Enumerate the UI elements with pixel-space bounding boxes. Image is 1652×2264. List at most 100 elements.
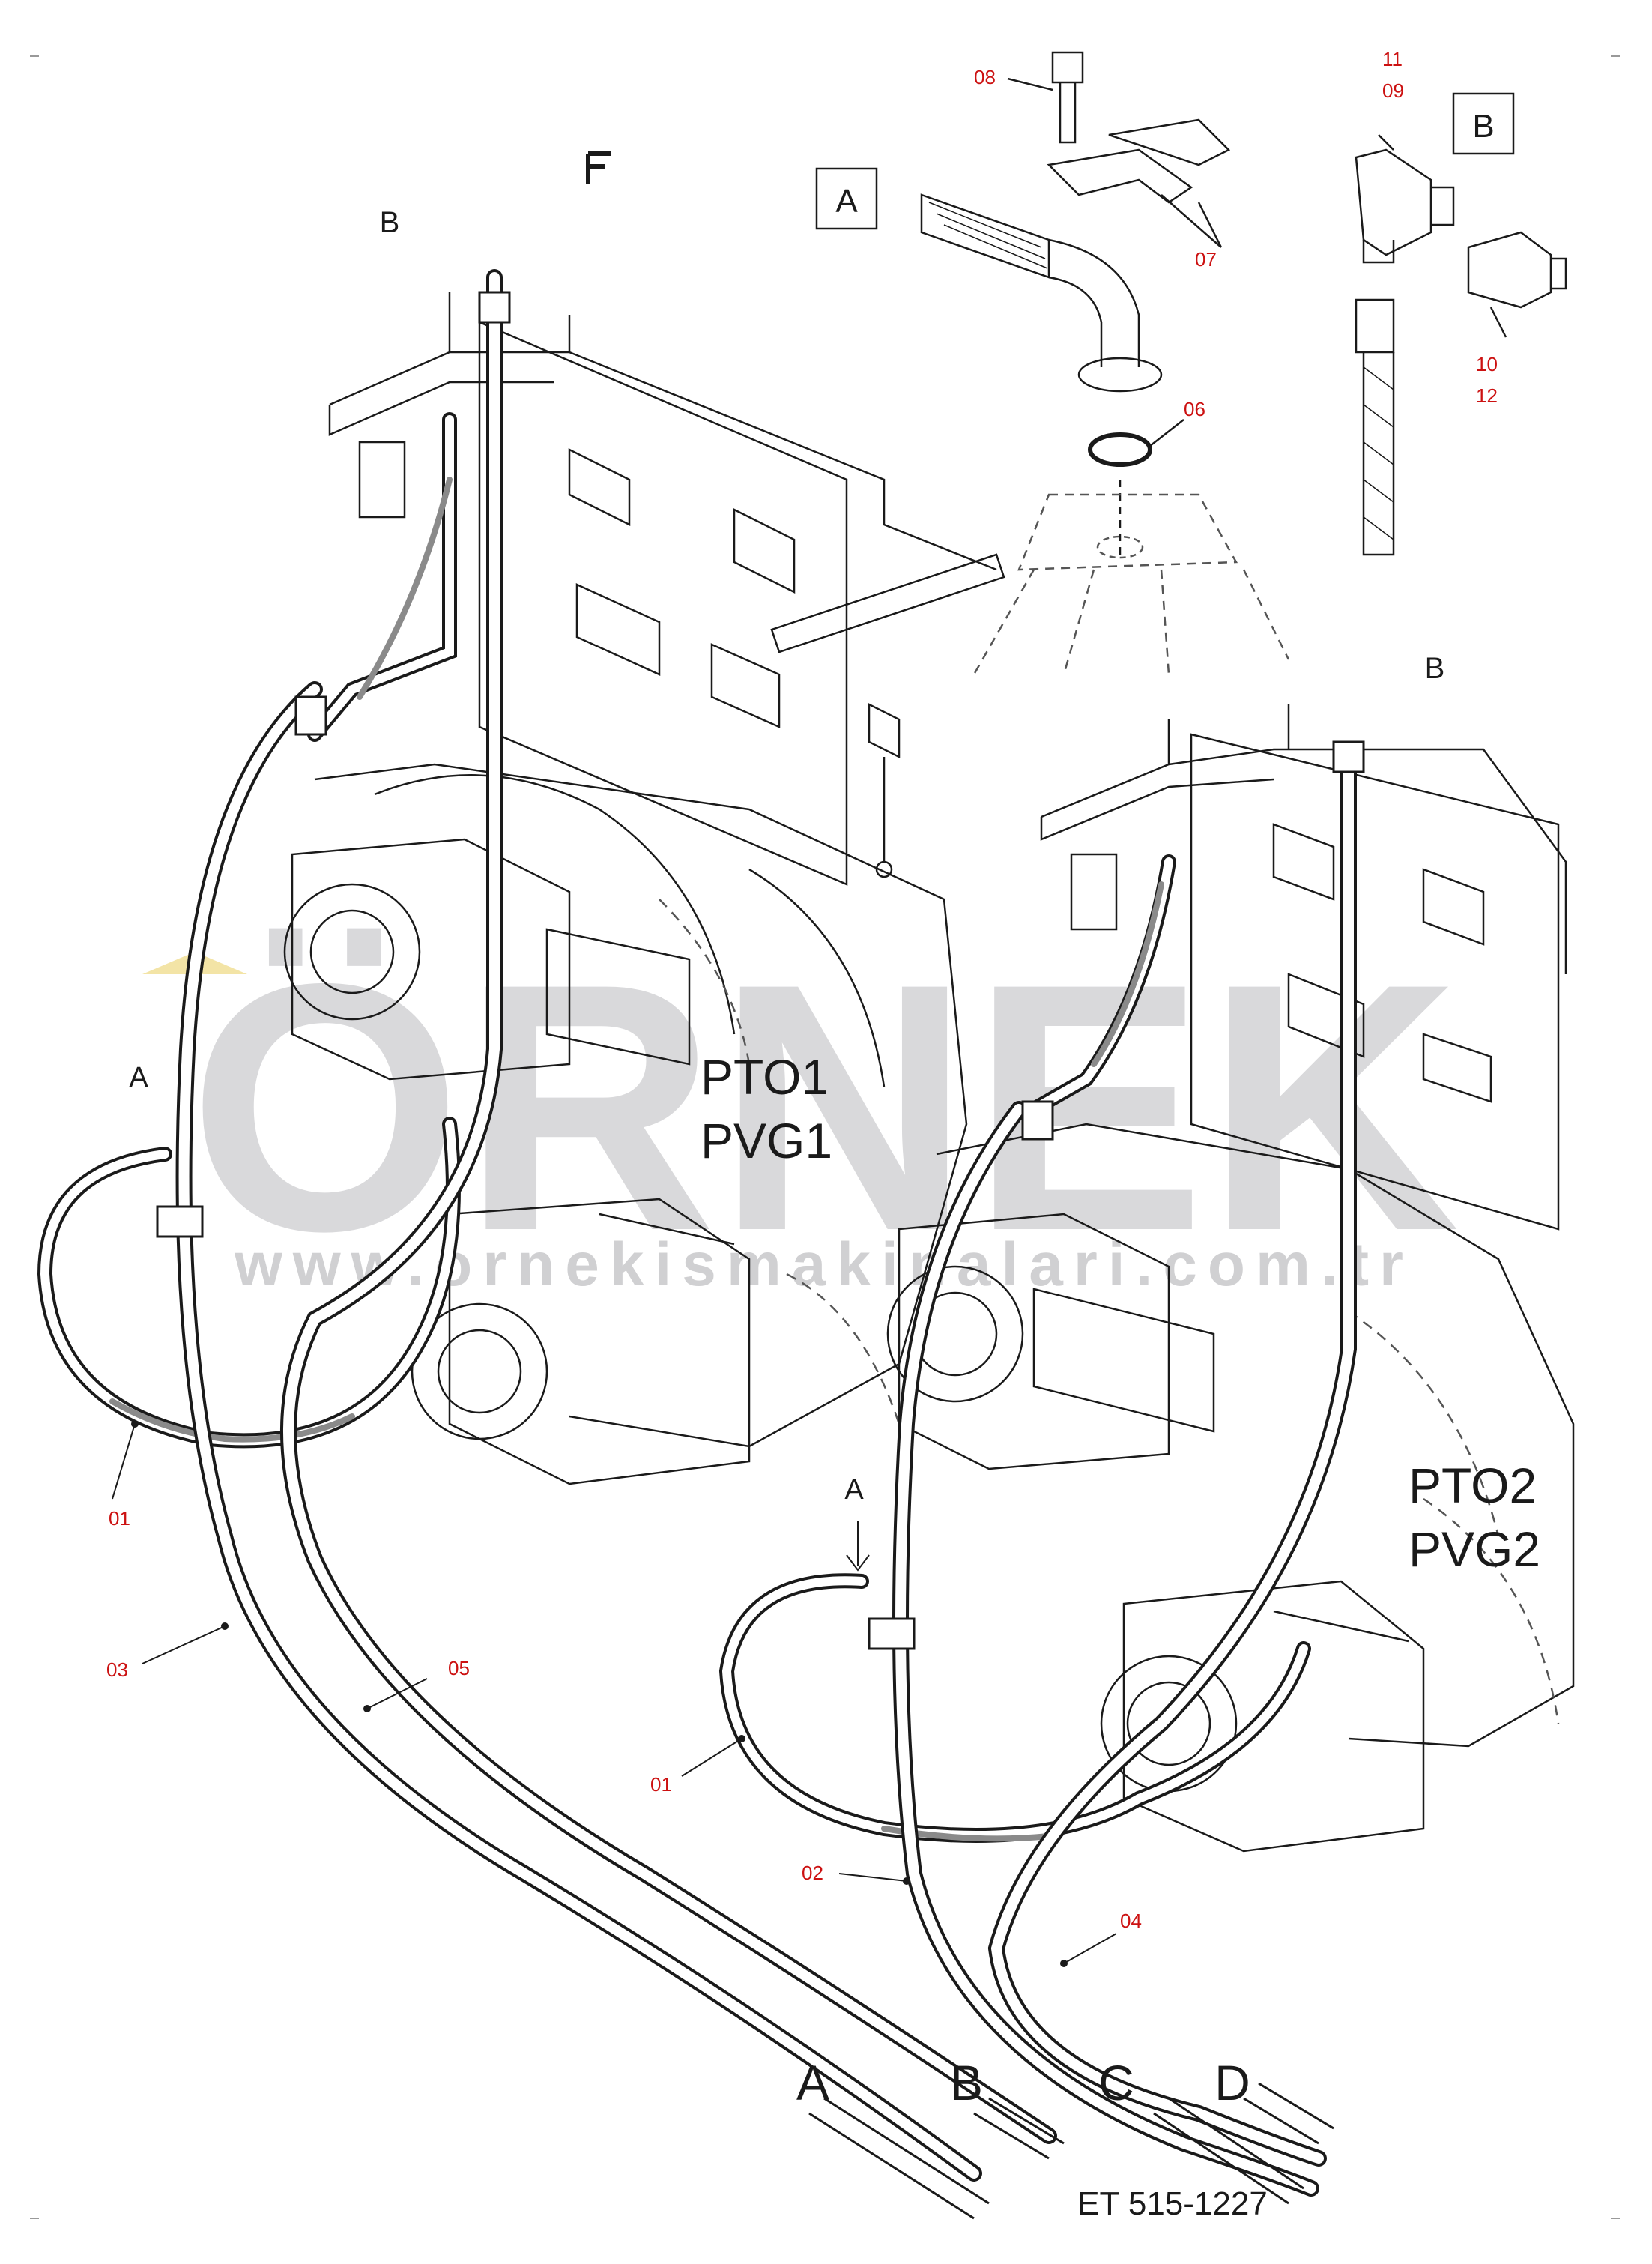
detail-a-bolt-shank	[1059, 82, 1077, 144]
pto1-valve-plate	[478, 321, 848, 886]
hose-fittings	[156, 291, 1365, 1650]
leader-04	[1063, 1933, 1117, 1964]
pto2-filter	[1070, 853, 1118, 931]
pto1-gearbox-housing	[374, 774, 736, 1035]
label-pvg2: PVG2	[1409, 1521, 1540, 1577]
detail-b-hose	[1362, 352, 1395, 556]
leader-01-right	[681, 1738, 742, 1777]
detail-a-bolt-head	[1051, 51, 1084, 84]
assembly-pto2	[886, 704, 1575, 1853]
hose-right-upper-shade	[1091, 881, 1164, 1067]
hose-03-core	[178, 684, 979, 2179]
fitting-pump-right	[868, 1617, 916, 1650]
detail-b-elbow-body	[1355, 148, 1432, 256]
view-mark-b-mid-right: B	[1425, 652, 1445, 685]
detail-a-tag: A	[835, 183, 858, 220]
callout-01-left: 01	[109, 1507, 130, 1530]
leader-01-right-dot	[738, 1735, 745, 1742]
fitting-top-left	[478, 291, 511, 324]
leader-03	[142, 1625, 226, 1664]
view-arrow-a-right	[846, 1521, 870, 1572]
leader-04-dot	[1060, 1960, 1068, 1967]
callout-03: 03	[106, 1658, 128, 1681]
view-mark-a-left: A	[129, 1062, 148, 1093]
callout-01-right: 01	[650, 1773, 672, 1796]
watermark-brand: ÖRNEK	[188, 911, 1459, 1304]
detail-b-hose-nut	[1355, 298, 1395, 354]
detail-a-braid-hatch	[928, 202, 1048, 269]
detail-b-box	[1452, 92, 1515, 155]
pto2-frame-top	[1041, 748, 1567, 974]
detail-b-braid-hatch	[1363, 366, 1394, 540]
detail-a-oring	[1088, 432, 1152, 467]
line-end-b: B	[950, 2055, 983, 2110]
pto1-frame-top	[329, 351, 997, 571]
leader-10	[1489, 307, 1507, 338]
detail-b-tag: B	[1472, 108, 1494, 145]
detail-b-plug-thread	[1551, 257, 1567, 290]
leader-05-dot	[363, 1705, 371, 1712]
watermark-url: www.ornekismakinalari.com.tr	[234, 1231, 1414, 1299]
pto2-pump-lower-rib	[1273, 1610, 1409, 1643]
leader-02	[838, 1873, 907, 1882]
pto2-pump-upper-flange	[886, 1265, 1024, 1403]
stub-b	[973, 2097, 1065, 2160]
pto1-pump-upper-hub	[309, 909, 395, 994]
drawing-number: ET 515-1227	[1077, 2185, 1268, 2222]
hose-05-core	[283, 272, 1054, 2141]
view-mark-b-top-left: B	[380, 206, 400, 239]
label-pto1: PTO1	[701, 1049, 829, 1105]
pto1-pump-lower-hub	[437, 1329, 522, 1414]
callout-numbers: 06 07 08 09 10 11 12 01 01 02 03 04 05	[106, 48, 1498, 1932]
section-mark	[586, 151, 611, 184]
detail-a-mount-phantom	[972, 493, 1290, 675]
hose-left-upper-core	[310, 415, 454, 739]
leader-09	[1378, 134, 1394, 151]
pto1-pump-upper	[291, 838, 571, 1081]
pto2-pump-lower-hub	[1126, 1681, 1211, 1766]
hose-02-core	[895, 1104, 1316, 2194]
fitting-elbow-right	[1021, 1100, 1054, 1141]
labels: B B A A PTO1 PVG1 PTO2 PVG2 A B C D ET 5…	[129, 206, 1540, 2222]
leader-01-left	[112, 1423, 136, 1500]
pto2-frame-posts	[1167, 704, 1290, 764]
line-end-c: C	[1098, 2055, 1134, 2110]
callout-10: 10	[1476, 353, 1498, 375]
detail-b-plug-nut	[1467, 231, 1552, 309]
watermark: ÖRNEK www.ornekismakinalari.com.tr	[142, 911, 1460, 1304]
fitting-pump-left	[156, 1205, 204, 1238]
stub-d	[1243, 2082, 1334, 2145]
leader-05	[366, 1678, 428, 1709]
pto1-pump-upper-flange	[283, 883, 421, 1021]
leader-08	[1007, 77, 1053, 91]
assembly-pto1	[283, 292, 1005, 1485]
pto2-frame-lip	[1040, 778, 1274, 841]
leader-01-left-dot	[131, 1420, 139, 1428]
stub-a	[808, 2097, 990, 2220]
line-end-a: A	[796, 2055, 829, 2110]
hose-left-upper-outline	[307, 412, 457, 742]
pto1-pump-lower-flange	[411, 1302, 548, 1440]
corner-ticks	[30, 55, 1620, 2219]
leader-02-dot	[903, 1877, 910, 1885]
pto2-valves-upper	[1272, 823, 1485, 946]
callout-12: 12	[1476, 384, 1498, 407]
leader-07	[1161, 194, 1223, 248]
hose-04-core	[990, 752, 1354, 2164]
callout-07: 07	[1195, 248, 1217, 271]
pto2-gearbox-outline	[936, 1123, 1575, 1748]
pto2-valves-lower	[1287, 973, 1492, 1103]
hoses	[37, 269, 1365, 2197]
leader-03-dot	[221, 1622, 229, 1630]
pto2-valve-plate	[1190, 733, 1560, 1231]
callout-06: 06	[1184, 398, 1205, 420]
detail-a-box	[815, 167, 878, 230]
section-mark-glyph	[586, 151, 611, 184]
pto1-valves-upper	[568, 447, 796, 594]
hose-01-left-shade	[109, 1398, 355, 1443]
stub-c	[1153, 2097, 1304, 2205]
detail-a: A	[815, 51, 1290, 675]
detail-a-port-phantom	[1096, 535, 1144, 559]
